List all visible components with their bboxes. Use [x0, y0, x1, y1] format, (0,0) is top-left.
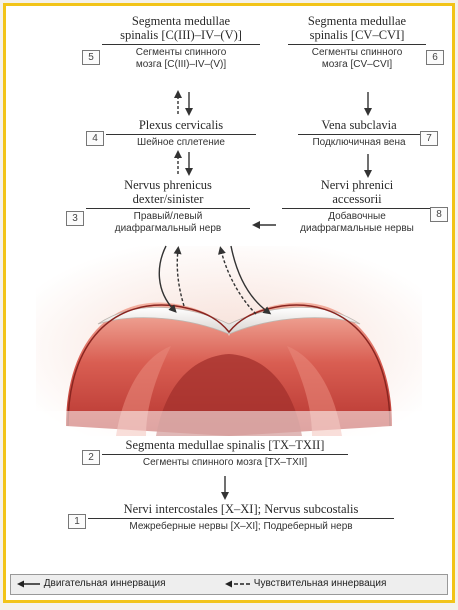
legend: Двигательная иннервация Чувствительная и… — [10, 574, 448, 595]
node-6: Segmenta medullae spinalis [CV–CVI] Сегм… — [288, 14, 426, 70]
node-5-latin-line-1: Segmenta medullae — [102, 14, 260, 28]
node-3-number: 3 — [66, 211, 84, 226]
node-6-russian-line-2: мозга [CV–CVI] — [288, 59, 426, 71]
legend-motor-label: Двигательная иннервация — [44, 578, 166, 589]
sensory-arrow-left-dome-3 — [177, 250, 184, 306]
motor-arrow-3-left-dome — [159, 246, 174, 310]
legend-motor: Двигательная иннервация — [17, 578, 166, 589]
node-5: Segmenta medullae spinalis [C(III)–IV–(V… — [102, 14, 260, 70]
node-8-russian-line-1: Добавочные — [282, 211, 432, 223]
node-4: Plexus cervicalis Шейное сплетение — [106, 118, 256, 149]
node-5-number: 5 — [82, 50, 100, 65]
node-5-russian-line-2: мозга [C(III)–IV–(V)] — [102, 59, 260, 71]
node-6-russian-line-1: Сегменты спинного — [288, 47, 426, 59]
dashed-arrow-icon — [225, 579, 251, 589]
node-1-number: 1 — [68, 514, 86, 529]
node-6-latin-line-1: Segmenta medullae — [288, 14, 426, 28]
diagram-page: 5 Segmenta medullae spinalis [C(III)–IV–… — [3, 3, 455, 603]
node-7: Vena subclavia Подключичная вена — [298, 118, 420, 149]
node-3-russian-line-2: диафрагмальный нерв — [86, 223, 250, 235]
node-2: Segmenta medullae spinalis [TX–TXII] Сег… — [102, 438, 348, 469]
node-1: Nervi intercostales [X–XI]; Nervus subco… — [88, 502, 394, 533]
node-3-russian-line-1: Правый/левый — [86, 211, 250, 223]
node-8-latin-line-1: Nervi phrenici — [282, 178, 432, 192]
node-4-russian-line-1: Шейное сплетение — [106, 137, 256, 149]
node-7-latin-line-1: Vena subclavia — [298, 118, 420, 132]
node-8-russian-line-2: диафрагмальные нервы — [282, 223, 432, 235]
solid-arrow-icon — [17, 579, 41, 589]
legend-sensory: Чувствительная иннервация — [225, 578, 386, 589]
node-8: Nervi phrenici accessorii Добавочные диа… — [282, 178, 432, 234]
node-2-number: 2 — [82, 450, 100, 465]
node-6-latin-line-2: spinalis [CV–CVI] — [288, 28, 426, 42]
sensory-arrow-right-dome-3 — [221, 250, 256, 314]
node-2-russian-line-1: Сегменты спинного мозга [TX–TXII] — [102, 457, 348, 469]
node-5-russian-line-1: Сегменты спинного — [102, 47, 260, 59]
legend-sensory-label: Чувствительная иннервация — [254, 578, 387, 589]
node-7-russian-line-1: Подключичная вена — [298, 137, 420, 149]
node-8-number: 8 — [430, 207, 448, 222]
node-8-latin-line-2: accessorii — [282, 192, 432, 206]
node-7-number: 7 — [420, 131, 438, 146]
node-1-russian-line-1: Межреберные нервы [X–XI]; Подреберный не… — [88, 521, 394, 533]
node-2-latin-line-1: Segmenta medullae spinalis [TX–TXII] — [102, 438, 348, 452]
node-3-latin-line-2: dexter/sinister — [86, 192, 250, 206]
node-4-number: 4 — [86, 131, 104, 146]
node-5-latin-line-2: spinalis [C(III)–IV–(V)] — [102, 28, 260, 42]
node-6-number: 6 — [426, 50, 444, 65]
node-4-latin-line-1: Plexus cervicalis — [106, 118, 256, 132]
node-3-latin-line-1: Nervus phrenicus — [86, 178, 250, 192]
node-3: Nervus phrenicus dexter/sinister Правый/… — [86, 178, 250, 234]
node-1-latin-line-1: Nervi intercostales [X–XI]; Nervus subco… — [88, 502, 394, 516]
motor-arrow-3-right-dome — [231, 246, 268, 312]
